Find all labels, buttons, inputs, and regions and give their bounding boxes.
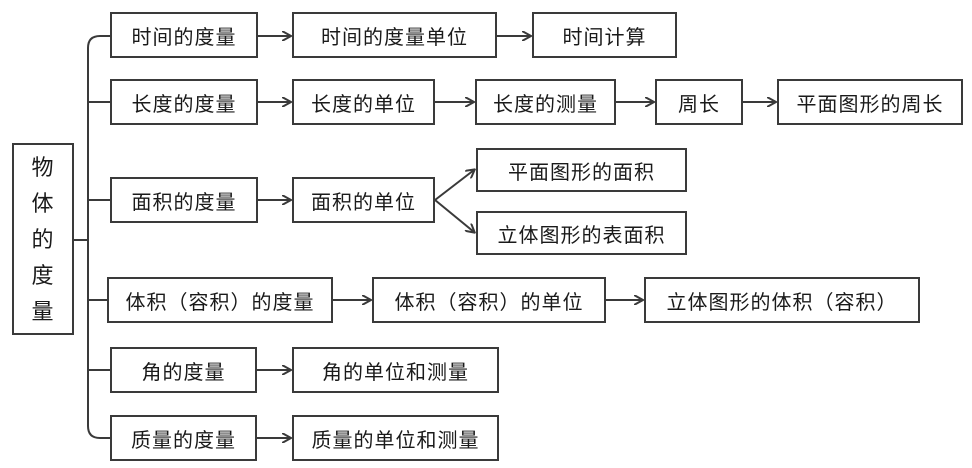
node-time-measure: 时间的度量 bbox=[110, 12, 258, 58]
node-perimeter: 周长 bbox=[655, 79, 743, 125]
node-time-unit: 时间的度量单位 bbox=[292, 12, 497, 58]
node-time-calc: 时间计算 bbox=[532, 12, 677, 58]
node-plane-perimeter: 平面图形的周长 bbox=[777, 79, 963, 125]
node-angle-measure: 角的度量 bbox=[110, 347, 257, 393]
node-length-measure: 长度的度量 bbox=[110, 79, 258, 125]
root-char: 物 bbox=[31, 156, 55, 181]
node-mass-measure: 质量的度量 bbox=[110, 415, 257, 461]
bracket-spine bbox=[87, 35, 101, 439]
node-surface-area: 立体图形的表面积 bbox=[476, 211, 687, 255]
root-char: 体 bbox=[31, 192, 55, 217]
node-mass-unit: 质量的单位和测量 bbox=[292, 415, 499, 461]
branch-arrow-up bbox=[434, 170, 474, 201]
root-char: 度 bbox=[31, 264, 55, 289]
root-node: 物 体 的 度 量 bbox=[12, 143, 74, 335]
node-length-unit: 长度的单位 bbox=[292, 79, 435, 125]
branch-arrow-down bbox=[434, 199, 474, 232]
node-angle-unit: 角的单位和测量 bbox=[292, 347, 499, 393]
node-length-measuring: 长度的测量 bbox=[475, 79, 616, 125]
node-area-unit: 面积的单位 bbox=[292, 177, 435, 223]
node-solid-volume: 立体图形的体积（容积） bbox=[644, 277, 920, 323]
node-volume-measure: 体积（容积）的度量 bbox=[107, 277, 333, 323]
root-char: 的 bbox=[31, 228, 55, 253]
node-plane-area: 平面图形的面积 bbox=[476, 148, 687, 192]
node-area-measure: 面积的度量 bbox=[110, 177, 258, 223]
root-char: 量 bbox=[31, 300, 55, 325]
node-volume-unit: 体积（容积）的单位 bbox=[372, 277, 606, 323]
